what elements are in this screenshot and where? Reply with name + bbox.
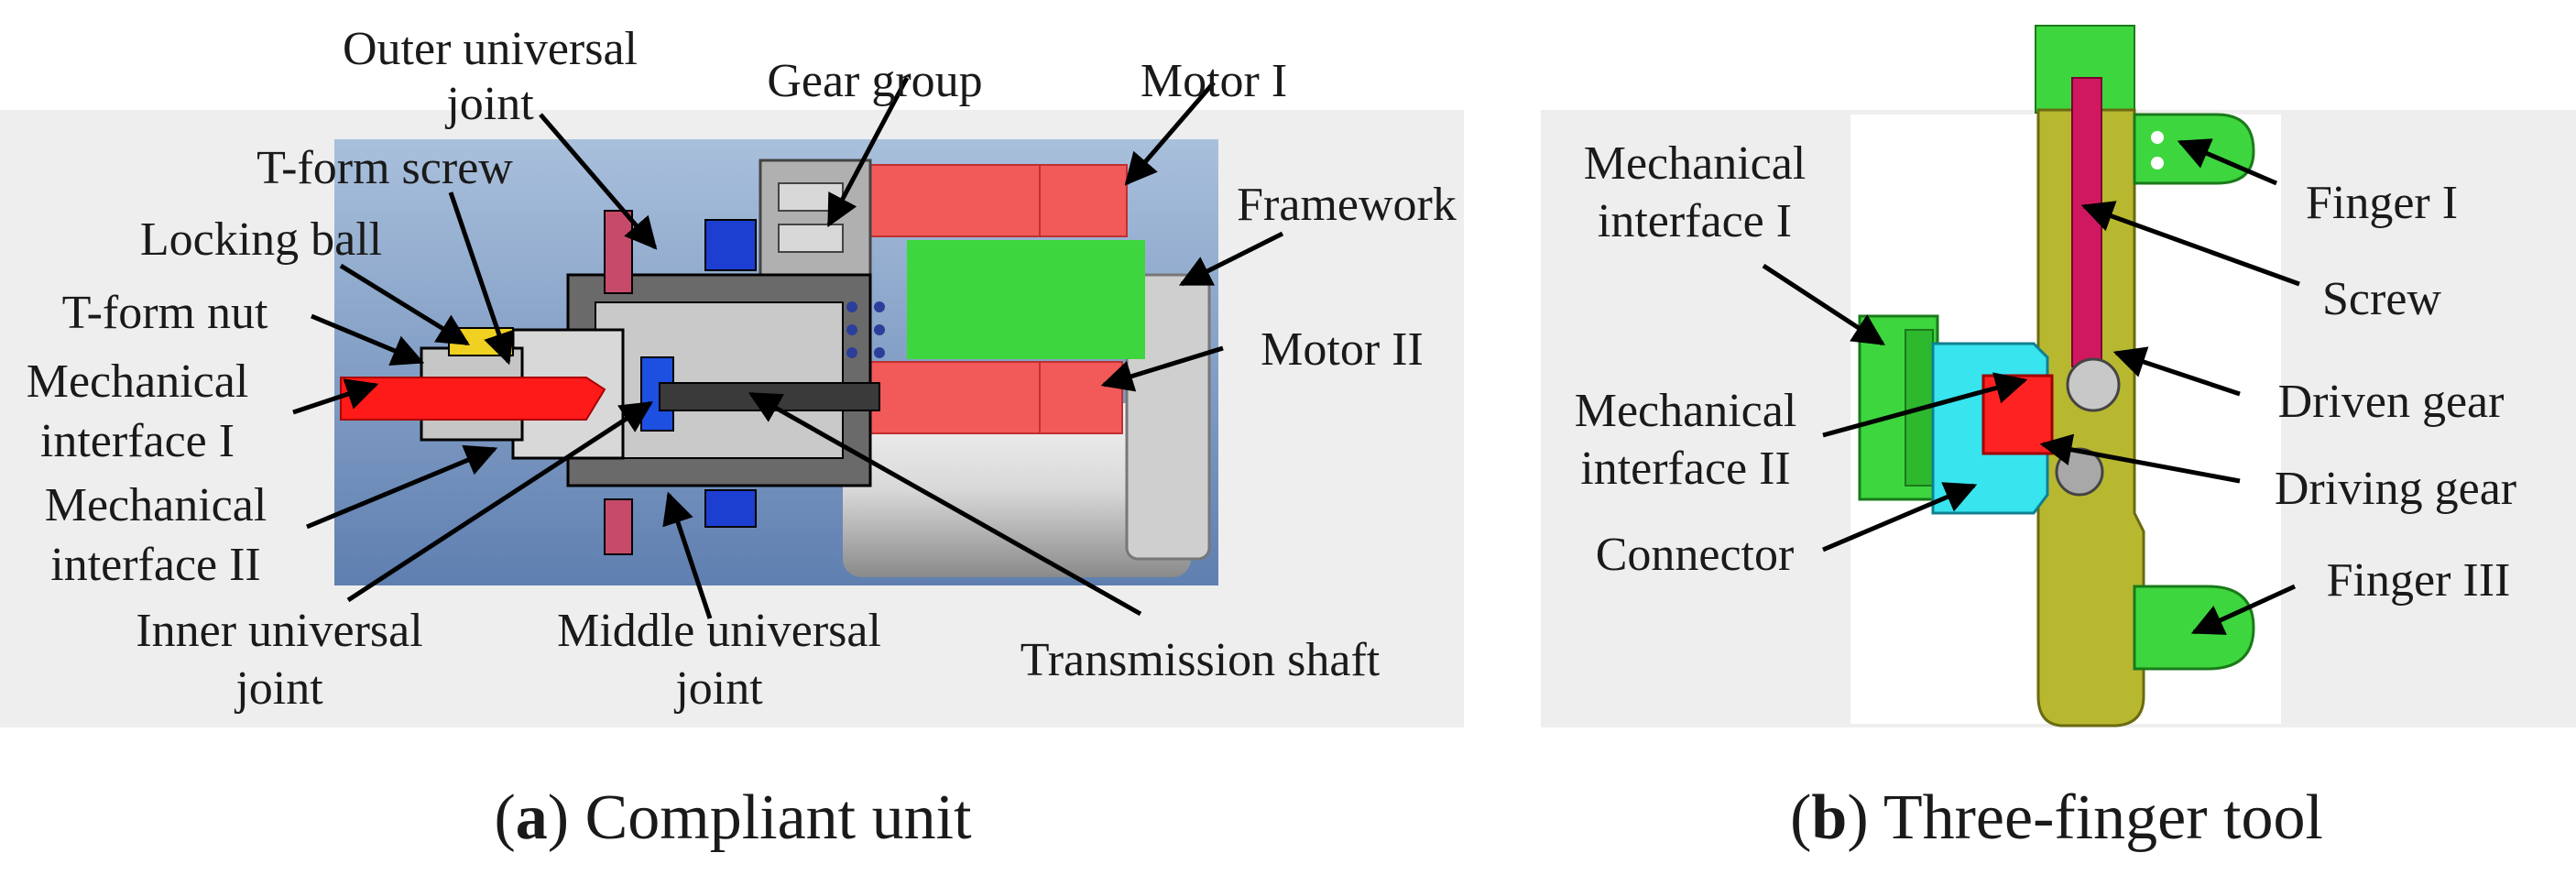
caption-a: (a) Compliant unit — [494, 782, 972, 853]
panel-b-leaders — [1762, 138, 2300, 635]
label-connector: Connector — [1596, 529, 1795, 581]
label-t-form-nut: T-form nut — [62, 287, 268, 339]
panel-a-leaders — [292, 76, 1284, 619]
framework-cap — [1125, 273, 1211, 561]
label-driving-gear: Driving gear — [2275, 463, 2516, 515]
label-driven-gear: Driven gear — [2278, 376, 2505, 428]
panel-a — [0, 110, 1464, 727]
label-mech-interface-2b: interface II — [50, 539, 260, 591]
finger-3 — [2133, 585, 2255, 671]
driven-gear — [2066, 357, 2121, 412]
motor-cylinder — [843, 403, 1191, 577]
bearing-blue-bottom — [704, 489, 757, 528]
label-screw: Screw — [2322, 273, 2441, 325]
label-locking-ball: Locking ball — [140, 213, 382, 266]
label-transmission-shaft: Transmission shaft — [1021, 634, 1381, 686]
label-b-mech-interface-2a: Mechanical — [1575, 385, 1797, 437]
label-b-mech-interface-2b: interface II — [1580, 443, 1790, 495]
label-finger-3: Finger III — [2327, 554, 2511, 607]
bearing-blue-top — [704, 219, 757, 271]
label-b-mech-interface-1b: interface I — [1598, 195, 1792, 247]
caption-b: (b) Three-finger tool — [1790, 782, 2323, 853]
main-body-yellow — [2036, 108, 2145, 727]
label-inner-universal-joint-2: joint — [234, 662, 323, 715]
label-mech-interface-1b: interface I — [40, 415, 235, 467]
label-motor-1: Motor I — [1141, 55, 1287, 107]
motor-2-body — [865, 361, 1123, 434]
label-mech-interface-1a: Mechanical — [27, 355, 249, 408]
mechanical-interface-1-rod — [340, 377, 606, 421]
panel-b-labels: Mechanical interface I Finger I Screw Me… — [1575, 137, 2516, 607]
crimson-part — [604, 210, 633, 294]
label-inner-universal-joint-1: Inner universal — [136, 605, 422, 657]
label-gear-group: Gear group — [767, 55, 982, 107]
screw-crimson — [2071, 77, 2102, 367]
motor-stator-green — [907, 240, 1145, 359]
label-b-mech-interface-1a: Mechanical — [1584, 137, 1806, 190]
label-mech-interface-2a: Mechanical — [45, 479, 267, 531]
label-outer-universal-joint-2: joint — [444, 78, 534, 130]
label-motor-2: Motor II — [1261, 323, 1424, 376]
label-middle-universal-joint-1: Middle universal — [557, 605, 881, 657]
motor-1-body — [865, 164, 1128, 237]
label-t-form-screw: T-form screw — [257, 142, 513, 194]
label-finger-1: Finger I — [2306, 177, 2458, 229]
panel-a-labels: Outer universal joint Gear group Motor I… — [27, 23, 1457, 715]
label-outer-universal-joint-1: Outer universal — [343, 23, 638, 75]
label-framework: Framework — [1237, 179, 1457, 231]
label-middle-universal-joint-2: joint — [673, 662, 763, 715]
ports — [846, 301, 885, 358]
